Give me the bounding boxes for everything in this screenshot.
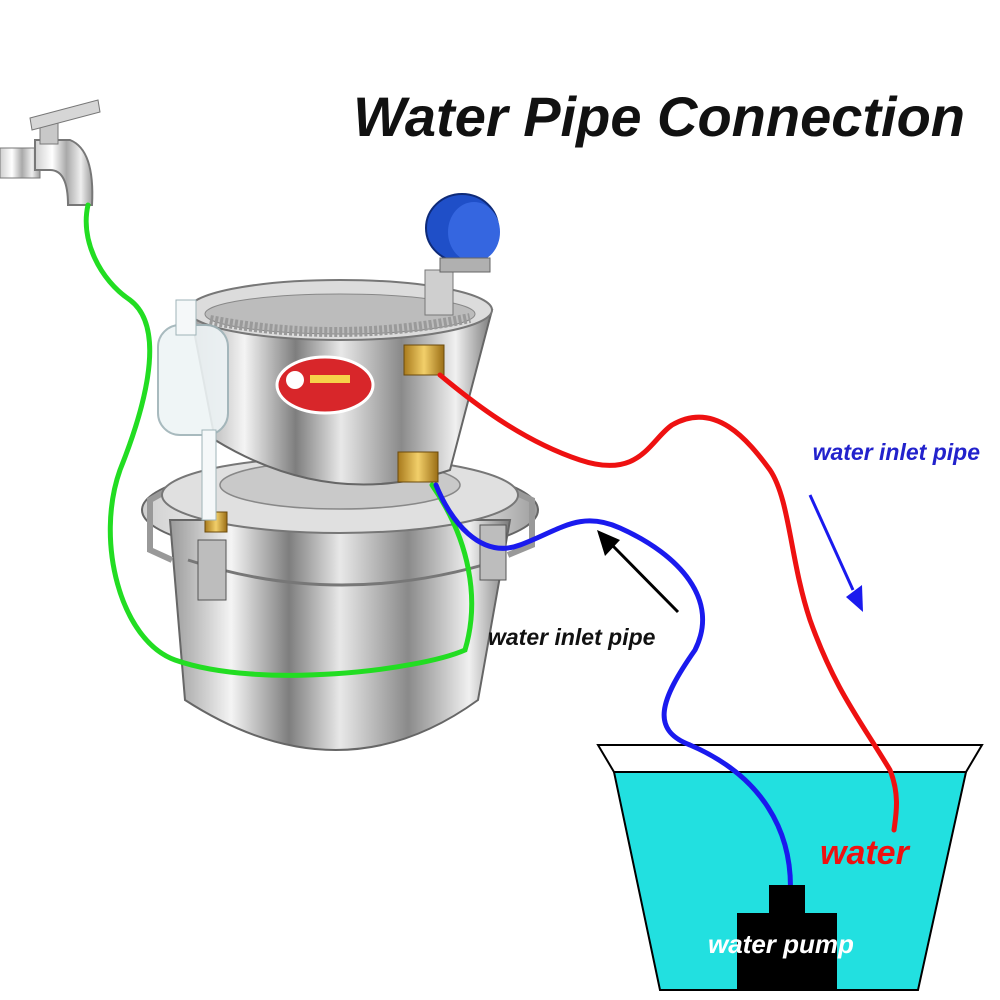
red-pipe <box>437 372 899 833</box>
flow-arrow-icon <box>597 530 680 614</box>
blue-inlet-label: water inlet pipe <box>488 624 656 650</box>
airlock-icon <box>157 299 229 521</box>
green-pipe <box>83 202 475 678</box>
water-gauge-icon <box>424 193 500 316</box>
upper-brass-fitting <box>403 344 445 376</box>
still-pot-icon <box>141 456 539 751</box>
water-pump <box>737 885 837 990</box>
lower-brass-fitting <box>397 451 439 483</box>
bucket-rim <box>596 744 984 773</box>
page-title: Water Pipe Connection <box>353 85 965 148</box>
condenser-bowl <box>187 279 494 533</box>
blue-pipe <box>433 482 793 903</box>
red-inlet-label: water inlet pipe <box>813 439 981 465</box>
flow-arrow-icon <box>808 494 863 612</box>
pump-label: water pump <box>708 929 854 959</box>
faucet-icon <box>0 99 101 206</box>
water-label: water <box>820 834 911 872</box>
